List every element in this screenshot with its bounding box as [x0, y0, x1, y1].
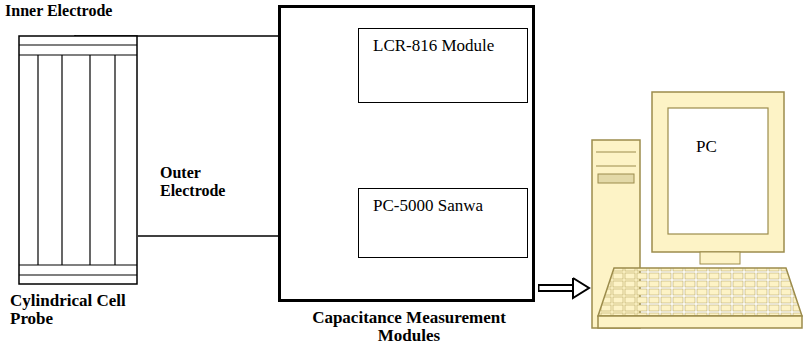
probe-body — [19, 36, 137, 284]
node-label: PC-5000 Sanwa — [373, 197, 483, 215]
probe-band — [19, 44, 137, 45]
module-housing: Capacitance Measurement ModulesLCR-816 M… — [278, 5, 535, 302]
node-label: PC — [696, 138, 717, 156]
computer: PC — [588, 88, 804, 332]
keyboard-top — [598, 268, 802, 316]
electrode-wall — [114, 55, 115, 265]
probe-band — [19, 54, 137, 55]
probe-outline — [18, 35, 138, 285]
module-box: LCR-816 Module — [358, 28, 528, 103]
tower-slot — [596, 152, 636, 153]
monitor-screen — [668, 108, 768, 234]
node-heading: Capacitance Measurement Modules — [289, 309, 529, 345]
arrow-shaft-inner — [540, 286, 577, 290]
cylindrical-probe: Cylindrical Cell Probe — [18, 35, 138, 285]
tower-slot — [596, 166, 636, 167]
monitor-stand — [700, 252, 740, 264]
keyboard-front — [598, 316, 802, 328]
drive-bay — [598, 174, 634, 183]
monitor-frame — [652, 92, 784, 252]
node-label: LCR-816 Module — [373, 37, 494, 55]
electrode-wall — [37, 55, 38, 265]
wire-label: Inner Electrode — [3, 2, 114, 20]
probe-band — [19, 264, 137, 265]
probe-band — [19, 274, 137, 275]
node-heading: Cylindrical Cell Probe — [10, 292, 130, 328]
module-box: PC-5000 Sanwa — [358, 188, 528, 258]
wire-label: Outer Electrode — [158, 164, 232, 200]
arrow-head — [573, 278, 589, 298]
electrode-wall — [89, 55, 90, 265]
electrode-wall — [61, 55, 62, 265]
data-arrow — [538, 278, 589, 298]
